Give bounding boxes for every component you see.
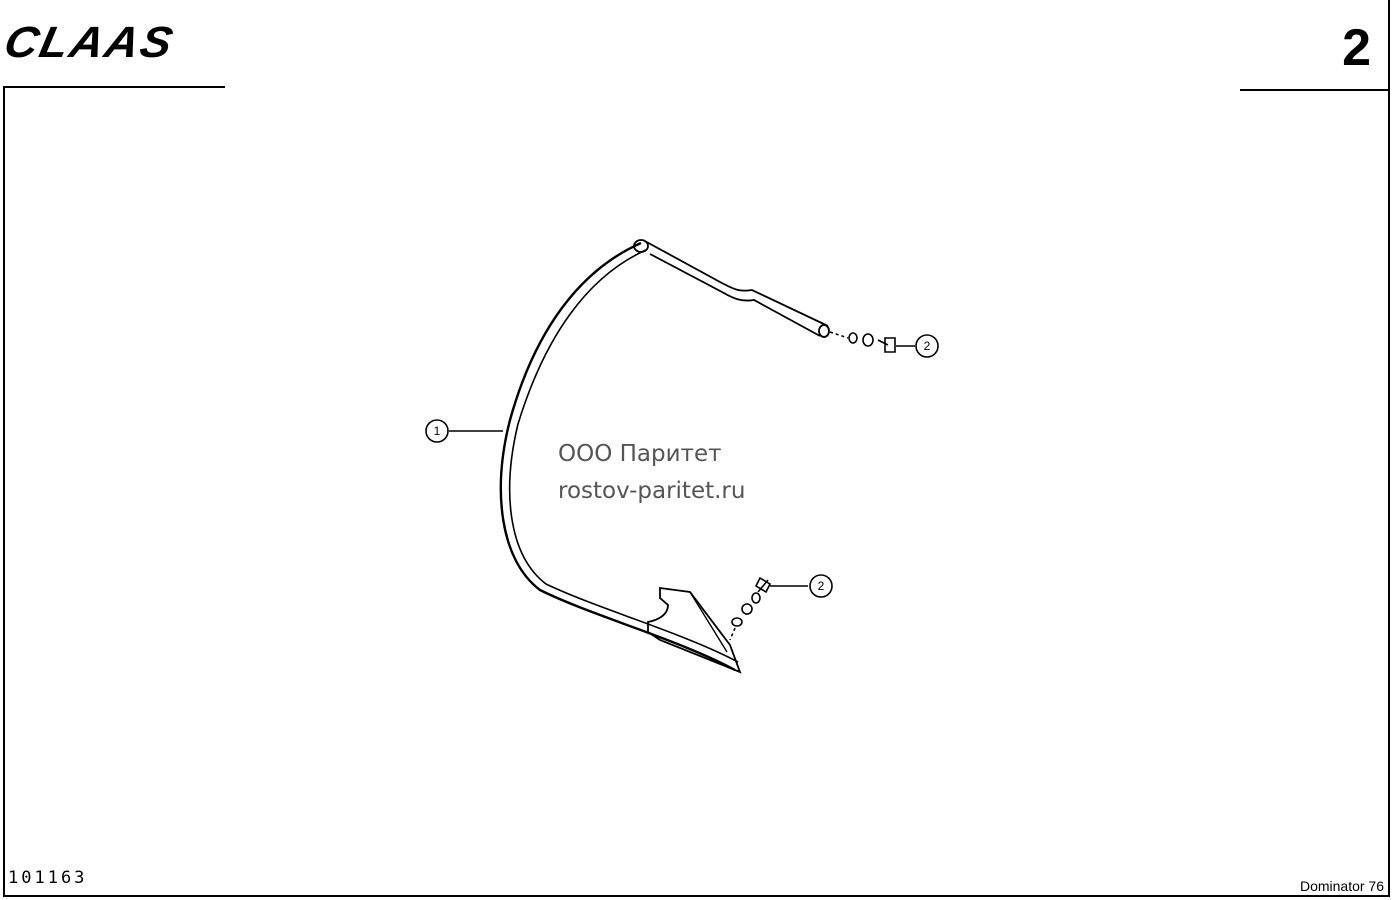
frame-right-border [1388, 0, 1390, 896]
lower-washer-2 [751, 592, 761, 604]
watermark: ООО Паритет rostov-paritet.ru [558, 436, 745, 510]
callout-label-upper: 2 [924, 339, 931, 353]
upper-nut [848, 332, 858, 344]
upper-leader-dash [829, 331, 849, 339]
lower-bolt [754, 576, 772, 594]
rod-outer-curve [499, 241, 736, 672]
lower-fastener [729, 574, 833, 641]
rod-top-arm [642, 239, 829, 337]
upper-fastener [829, 331, 939, 358]
upper-callout-circle [915, 334, 939, 358]
rod-top-eye [633, 239, 649, 253]
watermark-url: rostov-paritet.ru [558, 478, 746, 504]
rod-inner-curve [508, 249, 739, 663]
watermark-company: ООО Паритет [558, 441, 722, 467]
model-name: Dominator 76 [1299, 878, 1384, 894]
upper-bolt [877, 337, 896, 353]
callout-label-rod: 1 [434, 424, 441, 438]
lower-callout-circle [809, 574, 833, 598]
rod-end-cap [818, 324, 830, 338]
frame-bottom-border [3, 895, 1390, 897]
lower-nut [731, 617, 743, 627]
upper-washer [862, 333, 874, 347]
drawing-number: 101163 [8, 868, 88, 888]
logo-underline [3, 86, 225, 88]
rod-assembly [499, 239, 830, 674]
page-number: 2 [1342, 19, 1371, 77]
bottom-bracket-edge [689, 591, 728, 653]
rod-callout [425, 419, 503, 443]
frame-left-border [3, 88, 5, 896]
callout-label-lower: 2 [818, 579, 825, 593]
bottom-bracket [647, 586, 742, 674]
rod-callout-circle [425, 419, 449, 443]
lower-washer-1 [741, 603, 753, 615]
lower-leader-dash [729, 627, 736, 641]
page-number-underline [1240, 89, 1390, 91]
